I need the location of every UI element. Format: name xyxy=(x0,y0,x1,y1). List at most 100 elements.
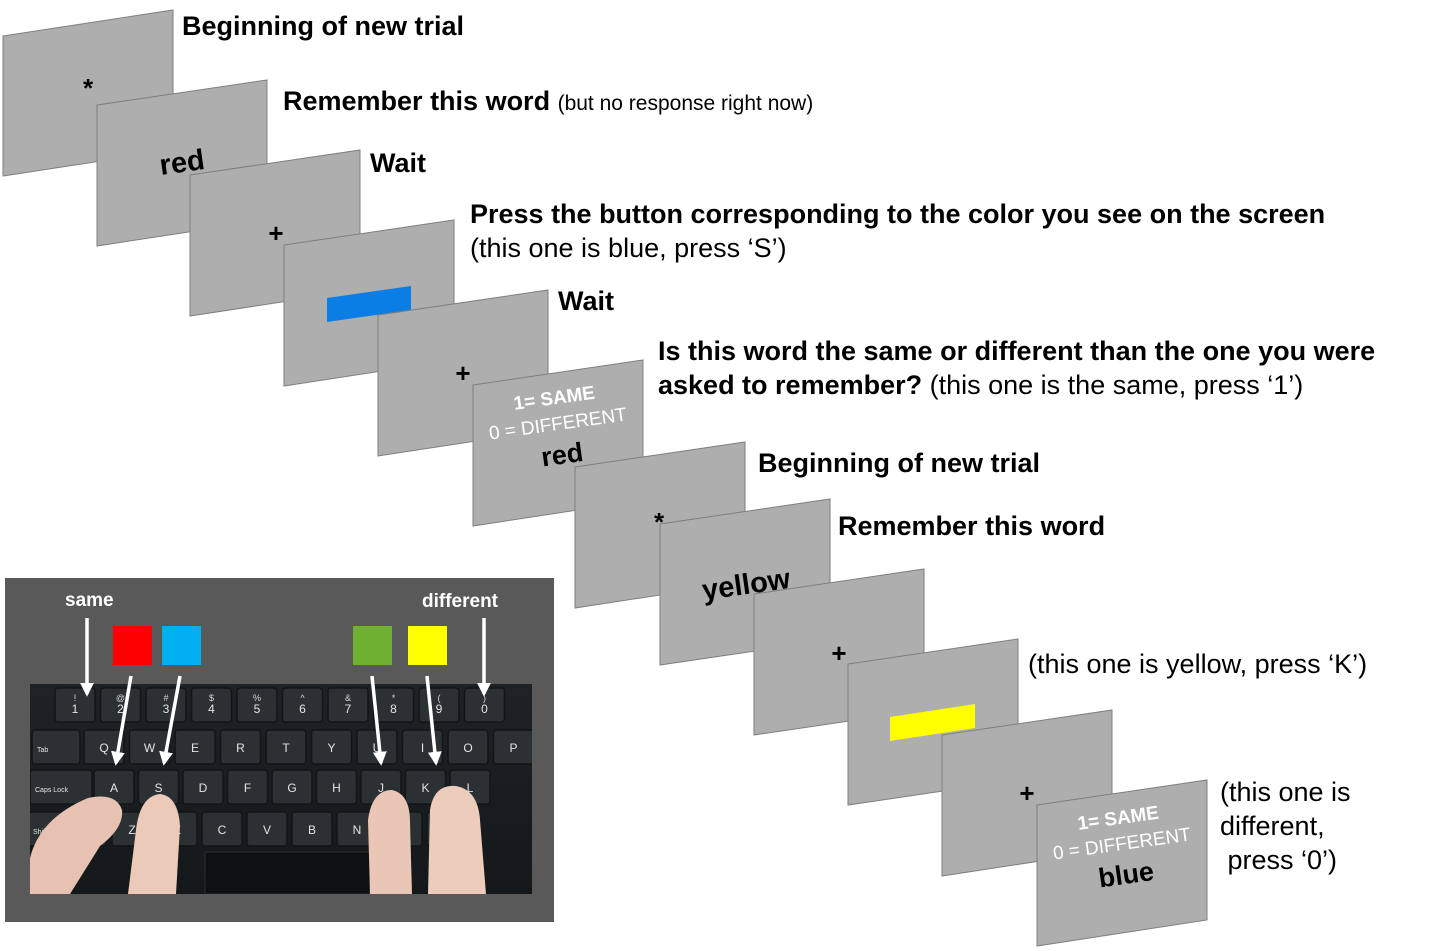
key-label: T xyxy=(282,741,290,755)
key-label: R xyxy=(236,741,245,755)
key-label: Z xyxy=(128,823,135,837)
caption-remember-word-1: Remember this word (but no response righ… xyxy=(283,84,813,121)
key-5: %5 xyxy=(236,687,278,723)
caption-title: Beginning of new trial xyxy=(758,448,1040,478)
key-label: Tab xyxy=(37,747,48,754)
key-label: G xyxy=(287,781,296,795)
key-label: 6 xyxy=(299,702,306,716)
key-label: W xyxy=(144,741,156,755)
key-8: *8 xyxy=(372,687,415,723)
key-caps-lock: Caps Lock xyxy=(30,769,93,805)
caption-title: Wait xyxy=(558,286,614,316)
key-symbol: ^ xyxy=(300,693,305,703)
key-label: L xyxy=(467,781,474,795)
key-row-z-3: V xyxy=(246,811,288,847)
key-y: Y xyxy=(310,729,353,765)
key-symbol: ) xyxy=(483,693,486,703)
key-p: P xyxy=(492,729,532,765)
caption-note-line2: different, xyxy=(1220,811,1325,841)
fixation-star: * xyxy=(83,73,94,103)
fixation-cross: + xyxy=(1019,778,1034,808)
key-arrows xyxy=(80,618,491,766)
key-t: T xyxy=(265,729,307,765)
key-label: C xyxy=(218,823,227,837)
blue-key-swatch xyxy=(162,626,201,665)
key-label: F xyxy=(244,781,251,795)
caption-note: (but no response right now) xyxy=(557,92,814,115)
key-label: J xyxy=(378,781,384,795)
screen-probe-blue: 1= SAME 0 = DIFFERENT blue xyxy=(1036,779,1208,947)
key-label: I xyxy=(421,741,424,755)
key-symbol: # xyxy=(163,693,168,703)
key-label: 8 xyxy=(390,702,397,716)
key-label: N xyxy=(353,823,362,837)
arrow-green-to-j xyxy=(370,675,387,766)
caption-title: Press the button corresponding to the co… xyxy=(470,199,1326,229)
green-key-swatch xyxy=(353,626,392,665)
key-label: 5 xyxy=(254,702,261,716)
caption-note: (this one is the same, press ‘1’) xyxy=(929,370,1304,400)
caption-yellow-press-k: (this one is yellow, press ‘K’) xyxy=(1028,647,1367,681)
arrow-yellow-to-k xyxy=(425,675,442,766)
key-symbol: % xyxy=(253,693,261,703)
key-label: O xyxy=(463,741,472,755)
caption-beginning-trial-2: Beginning of new trial xyxy=(758,446,1040,480)
fixation-star: * xyxy=(654,507,665,537)
key-label: 9 xyxy=(436,702,443,716)
caption-remember-word-2: Remember this word xyxy=(838,509,1105,543)
yellow-key-swatch xyxy=(408,626,447,665)
key-label: K xyxy=(421,781,429,795)
key-symbol: & xyxy=(345,693,351,703)
key-tab: Tab xyxy=(31,729,81,765)
right-index-finger xyxy=(368,790,412,894)
key-s: S xyxy=(137,769,180,805)
key-label: A xyxy=(110,781,118,795)
key-label: 0 xyxy=(481,702,488,716)
key-label: H xyxy=(332,781,341,795)
key-symbol: ( xyxy=(438,693,441,703)
key-row-z-2: C xyxy=(201,811,243,847)
key-7: &7 xyxy=(327,687,369,723)
label-same: same xyxy=(65,590,114,611)
caption-press-button: Press the button corresponding to the co… xyxy=(470,197,1325,265)
caption-beginning-trial-1: Beginning of new trial xyxy=(182,9,464,43)
key-symbol: @ xyxy=(116,693,125,703)
left-middle-finger xyxy=(128,794,180,894)
key-g: G xyxy=(271,769,313,805)
caption-note: (this one is yellow, press ‘K’) xyxy=(1028,649,1368,679)
fixation-cross: + xyxy=(268,218,283,248)
caption-note: (this one is blue, press ‘S’) xyxy=(470,233,787,263)
key-label: D xyxy=(199,781,208,795)
key-o: O xyxy=(447,729,489,765)
left-ring-finger xyxy=(30,796,123,894)
caption-title: Beginning of new trial xyxy=(182,11,464,41)
key-label: P xyxy=(509,741,517,755)
caption-title: Remember this word xyxy=(838,511,1106,541)
caption-title-line2: asked to remember? xyxy=(658,370,923,400)
right-middle-finger xyxy=(428,785,486,894)
key-row-z-4: B xyxy=(291,811,333,847)
caption-note-line1: (this one is xyxy=(1220,777,1351,807)
key-symbol: ! xyxy=(74,693,77,703)
key-label: Q xyxy=(99,741,108,755)
key-symbol: $ xyxy=(209,693,214,703)
key-e: E xyxy=(174,729,216,765)
key-3: #3 xyxy=(145,687,187,723)
key-4: $4 xyxy=(190,687,233,723)
fixation-cross: + xyxy=(831,638,846,668)
key-6: ^6 xyxy=(281,687,324,723)
key-label: Y xyxy=(327,741,335,755)
key-label: 1 xyxy=(72,702,79,716)
arrow-red-to-a xyxy=(111,675,133,766)
key-label: 4 xyxy=(208,702,215,716)
caption-wait-1: Wait xyxy=(370,146,426,180)
caption-wait-2: Wait xyxy=(558,284,614,318)
caption-title: Wait xyxy=(370,148,426,178)
red-key-swatch xyxy=(113,626,152,665)
caption-title: Remember this word xyxy=(283,86,551,116)
key-label: S xyxy=(154,781,162,795)
fixation-cross: + xyxy=(455,358,470,388)
